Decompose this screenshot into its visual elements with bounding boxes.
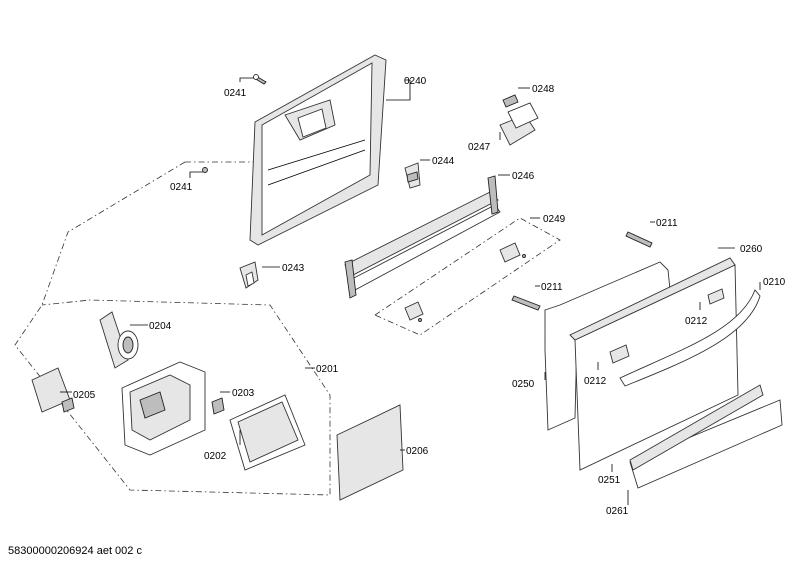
dispenser-lid [99,311,139,369]
screw-front-b [511,295,541,311]
label-0201: 0201 [316,364,339,375]
handle-bracket-clips [404,242,526,322]
leader-0240 [386,79,411,101]
label-0205: 0205 [73,390,96,401]
dispenser-seal-frame [229,394,306,471]
label-0261: 0261 [606,506,629,517]
label-0249: 0249 [543,214,566,225]
label-0244: 0244 [432,156,455,167]
diagram-code: 58300000206924 aet 002 c [8,545,142,557]
leader-0241a [239,77,254,82]
assembly-outline-handle-bracket [374,217,561,336]
manual-sheet [336,404,404,501]
label-0210: 0210 [763,277,786,288]
label-0204: 0204 [149,321,172,332]
screw-lower [202,167,208,173]
label-0251: 0251 [598,475,621,486]
label-0240: 0240 [404,76,427,87]
label-0202: 0202 [204,451,227,462]
hinge-clip [239,261,259,289]
label-0243: 0243 [282,263,305,274]
label-0248: 0248 [532,84,555,95]
top-clip [404,162,421,189]
label-0211-upper: 0211 [656,218,678,229]
label-0247: 0247 [468,142,491,153]
screw-front-a [625,231,653,248]
label-0206: 0206 [406,446,429,457]
inner-door-panel [249,54,387,246]
screw-upper [253,74,267,85]
leader-0241b [189,171,203,178]
label-0241-upper: 0241 [224,88,247,99]
door-latch [499,94,539,146]
label-0212-upper: 0212 [685,316,708,327]
label-0260: 0260 [740,244,763,255]
dispenser-clip [211,397,225,415]
label-0246: 0246 [512,171,535,182]
detergent-dispenser [121,361,206,456]
label-0241-lower: 0241 [170,182,193,193]
kick-plate [629,384,783,489]
lock-rail [344,175,501,299]
label-0250: 0250 [512,379,535,390]
label-0203: 0203 [232,388,255,399]
door-handle [619,289,761,387]
label-0212-lower: 0212 [584,376,607,387]
rinse-aid-cover [31,367,75,413]
handle-mount-lower [609,344,630,364]
label-0211-lower: 0211 [541,282,563,293]
handle-mount-upper [707,288,725,305]
assembly-outline-door-inner [14,161,331,496]
